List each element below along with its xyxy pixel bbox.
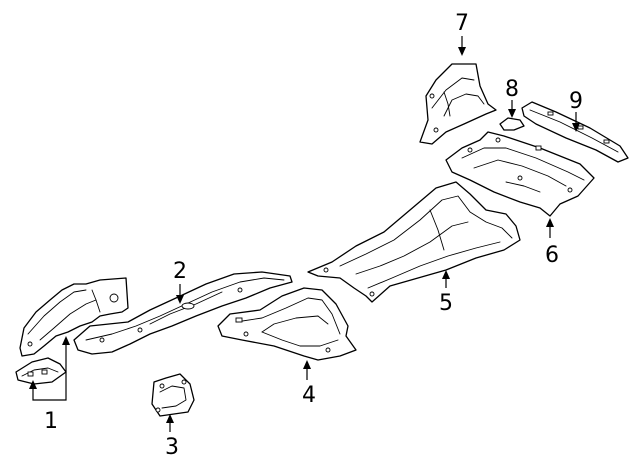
leader-6 bbox=[546, 218, 554, 238]
callout-1: 1 bbox=[44, 409, 58, 434]
part-7-heat-shield bbox=[419, 63, 497, 145]
callout-9: 9 bbox=[569, 89, 583, 114]
leader-2 bbox=[176, 284, 184, 304]
part-5-tunnel-shield bbox=[307, 181, 521, 303]
leader-9 bbox=[572, 112, 580, 132]
leader-7 bbox=[458, 36, 466, 56]
part-1-bracket bbox=[15, 357, 67, 385]
part-1-heat-shield bbox=[19, 277, 129, 357]
leader-4 bbox=[303, 360, 311, 380]
callout-4: 4 bbox=[302, 383, 316, 408]
callout-6: 6 bbox=[545, 243, 559, 268]
callout-2: 2 bbox=[173, 259, 187, 284]
part-8-strip bbox=[499, 117, 525, 131]
leader-3 bbox=[166, 414, 174, 432]
leader-1 bbox=[29, 336, 70, 401]
part-3-bracket bbox=[151, 373, 195, 417]
leader-8 bbox=[508, 100, 516, 118]
callout-3: 3 bbox=[165, 435, 179, 460]
part-9-strip bbox=[521, 101, 629, 163]
part-6-rear-shield bbox=[445, 131, 595, 217]
leader-5 bbox=[442, 270, 450, 288]
part-2-floor-shield bbox=[73, 271, 293, 355]
callout-5: 5 bbox=[439, 291, 453, 316]
part-4-heat-shield bbox=[217, 287, 357, 361]
callout-7: 7 bbox=[455, 11, 469, 36]
callout-8: 8 bbox=[505, 77, 519, 102]
